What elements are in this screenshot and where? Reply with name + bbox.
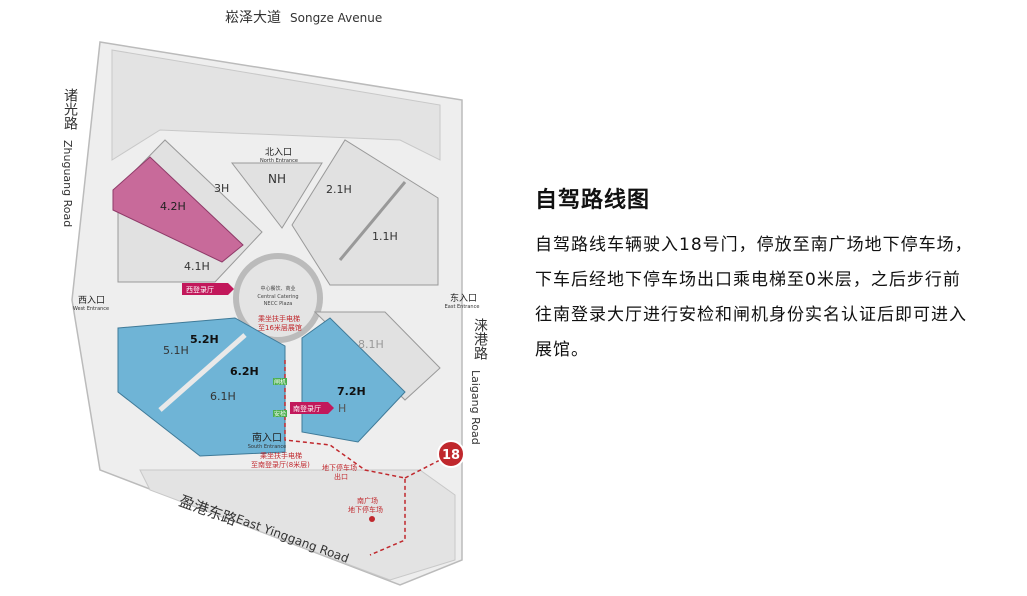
security-label: 安检 bbox=[274, 410, 286, 418]
entrance-north-en: North Entrance bbox=[260, 158, 298, 164]
hall-nh-area bbox=[230, 162, 323, 229]
plaza-zh: 中心餐饮、商业 bbox=[260, 285, 295, 292]
road-north-zh: 崧泽大道 bbox=[225, 10, 281, 26]
road-east-zh: 涞港路 bbox=[472, 318, 488, 360]
plaza-en2: NECC Plaza bbox=[264, 301, 293, 307]
west-lobby-label: 西登录厅 bbox=[186, 285, 214, 294]
panel-body: 自驾路线车辆驶入18号门，停放至南广场地下停车场，下车后经地下停车场出口乘电梯至… bbox=[535, 235, 973, 360]
divider bbox=[338, 181, 407, 261]
plaza-en1: Central Catering bbox=[257, 294, 298, 300]
south-parking-line2: 地下停车场 bbox=[348, 505, 383, 514]
panel-title: 自驾路线图 bbox=[535, 188, 651, 213]
west-lobby-tag bbox=[182, 283, 234, 295]
escalator-16m-line2: 至16米层展馆 bbox=[258, 323, 302, 332]
south-plaza bbox=[139, 469, 456, 581]
route-line bbox=[284, 360, 406, 556]
hall-5-2h: 5.2H bbox=[190, 333, 219, 346]
road-north-en: Songze Avenue bbox=[290, 11, 382, 25]
entrance-north: 北入口 bbox=[265, 147, 292, 158]
security-badge bbox=[273, 410, 287, 417]
entrance-east-en: East Entrance bbox=[445, 304, 480, 310]
entrance-west: 西入口 bbox=[78, 295, 105, 306]
divider bbox=[158, 333, 247, 412]
hall-6-2h: 6.2H bbox=[230, 365, 259, 378]
road-west-en: Zhuguang Road bbox=[61, 140, 74, 227]
hall-7-1h: H bbox=[338, 402, 346, 415]
gate-18-label: 18 bbox=[442, 448, 460, 463]
escalator-8m-line1: 乘坐扶手电梯 bbox=[260, 451, 302, 460]
hall-8-1h: 8.1H bbox=[358, 338, 384, 351]
hall-2-1h: 2.1H bbox=[326, 183, 352, 196]
parking-exit-line2: 出口 bbox=[334, 472, 348, 481]
entrance-west-en: West Entrance bbox=[73, 306, 109, 312]
hall-1-1h: 1.1H bbox=[372, 230, 398, 243]
hall-4-1h: 4.1H bbox=[184, 260, 210, 273]
info-panel: 自驾路线图 自驾路线车辆驶入18号门，停放至南广场地下停车场，下车后经地下停车场… bbox=[535, 182, 975, 368]
hall-4-2h: 4.2H bbox=[160, 200, 186, 213]
hall-nh: NH bbox=[268, 172, 286, 186]
escalator-16m-line1: 乘坐扶手电梯 bbox=[258, 314, 300, 323]
road-west-zh: 诸光路 bbox=[62, 88, 78, 130]
north-plaza bbox=[111, 49, 441, 161]
hall-4-2h-area bbox=[112, 156, 244, 263]
gate-label: 闸机 bbox=[274, 378, 286, 386]
south-lobby-tag bbox=[290, 402, 334, 414]
hall-3h: 3H bbox=[214, 182, 229, 195]
parking-exit-line1: 地下停车场 bbox=[322, 463, 357, 472]
hall-7-2h: 7.2H bbox=[337, 385, 366, 398]
central-plaza bbox=[233, 253, 323, 343]
entrance-south-en: South Entrance bbox=[248, 444, 287, 450]
south-parking-line1: 南广场 bbox=[357, 496, 378, 505]
gate-badge bbox=[273, 378, 287, 385]
gate-18-marker bbox=[437, 440, 465, 468]
entrance-east: 东入口 bbox=[450, 292, 477, 304]
south-lobby-label: 南登录厅 bbox=[293, 404, 321, 413]
hall-6-1h: 6.1H bbox=[210, 390, 236, 403]
hall-5-1h: 5.1H bbox=[163, 344, 189, 357]
hall-block-1h-2h bbox=[291, 139, 439, 286]
road-east-en: Laigang Road bbox=[469, 370, 482, 445]
entrance-south: 南入口 bbox=[252, 431, 282, 444]
escalator-8m-line2: 至南登录厅(8米层) bbox=[251, 460, 310, 469]
parking-marker bbox=[369, 516, 375, 522]
hall-block-5h-6h bbox=[117, 317, 286, 457]
